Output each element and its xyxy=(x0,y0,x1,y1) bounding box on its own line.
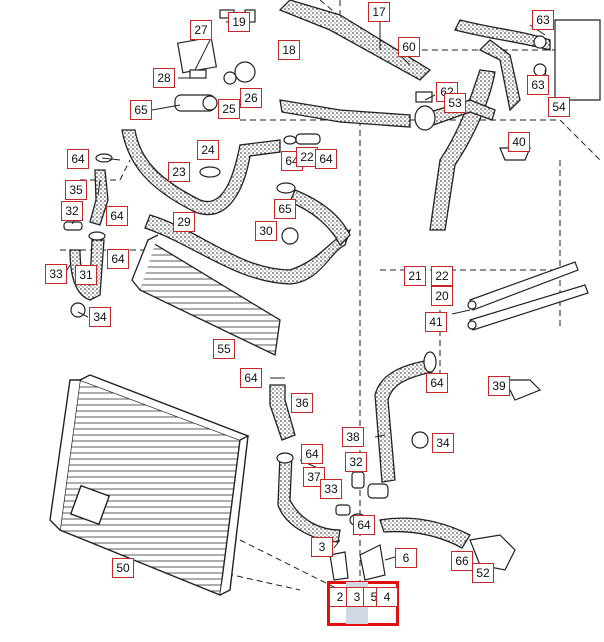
callout-63[interactable]: 63 xyxy=(532,10,554,30)
radiator xyxy=(49,374,250,596)
callout-33[interactable]: 33 xyxy=(45,264,67,284)
callout-34-b[interactable]: 34 xyxy=(432,433,454,453)
callout-35[interactable]: 35 xyxy=(65,180,87,200)
callout-64[interactable]: 64 xyxy=(67,149,89,169)
callout-64-d[interactable]: 64 xyxy=(106,206,128,226)
callout-37[interactable]: 37 xyxy=(303,467,325,487)
callout-66[interactable]: 66 xyxy=(451,551,473,571)
callout-34[interactable]: 34 xyxy=(89,307,111,327)
callout-32-b[interactable]: 32 xyxy=(345,452,367,472)
callout-64-i[interactable]: 64 xyxy=(353,515,375,535)
callout-23[interactable]: 23 xyxy=(168,162,190,182)
callout-64-h[interactable]: 64 xyxy=(301,444,323,464)
callout-25[interactable]: 25 xyxy=(218,99,240,119)
callout-28[interactable]: 28 xyxy=(153,68,175,88)
callout-41[interactable]: 41 xyxy=(425,312,447,332)
callout-52[interactable]: 52 xyxy=(472,563,494,583)
callout-21[interactable]: 21 xyxy=(404,266,426,286)
callout-63-b[interactable]: 63 xyxy=(527,75,549,95)
callout-53[interactable]: 53 xyxy=(444,93,466,113)
callout-24[interactable]: 24 xyxy=(197,140,219,160)
callout-65[interactable]: 65 xyxy=(130,100,152,120)
callout-64-c[interactable]: 64 xyxy=(315,149,337,169)
callout-65-b[interactable]: 65 xyxy=(274,199,296,219)
oil-cooler xyxy=(131,234,281,356)
callout-27[interactable]: 27 xyxy=(190,20,212,40)
callout-4[interactable]: 4 xyxy=(376,587,398,607)
callout-19[interactable]: 19 xyxy=(228,12,250,32)
callout-64-g[interactable]: 64 xyxy=(426,373,448,393)
callout-17[interactable]: 17 xyxy=(368,2,390,22)
callout-32[interactable]: 32 xyxy=(61,201,83,221)
callout-33-b[interactable]: 33 xyxy=(320,479,342,499)
callout-18[interactable]: 18 xyxy=(278,40,300,60)
hoses xyxy=(69,0,551,549)
callout-60[interactable]: 60 xyxy=(398,37,420,57)
callout-50[interactable]: 50 xyxy=(112,558,134,578)
callout-64-e[interactable]: 64 xyxy=(107,249,129,269)
callout-3[interactable]: 3 xyxy=(311,537,333,557)
callout-20[interactable]: 20 xyxy=(431,286,453,306)
callout-30[interactable]: 30 xyxy=(255,221,277,241)
callout-40[interactable]: 40 xyxy=(508,132,530,152)
callout-22-b[interactable]: 22 xyxy=(431,266,453,286)
callout-36[interactable]: 36 xyxy=(291,393,313,413)
callout-64-f[interactable]: 64 xyxy=(240,368,262,388)
small-parts xyxy=(63,9,601,581)
hose-straps xyxy=(467,261,589,331)
callout-26[interactable]: 26 xyxy=(240,88,262,108)
callout-39[interactable]: 39 xyxy=(488,376,510,396)
callout-29[interactable]: 29 xyxy=(173,212,195,232)
callout-38[interactable]: 38 xyxy=(342,427,364,447)
callout-6[interactable]: 6 xyxy=(395,548,417,568)
callout-31[interactable]: 31 xyxy=(75,265,97,285)
callout-54[interactable]: 54 xyxy=(548,97,570,117)
callout-55[interactable]: 55 xyxy=(213,339,235,359)
